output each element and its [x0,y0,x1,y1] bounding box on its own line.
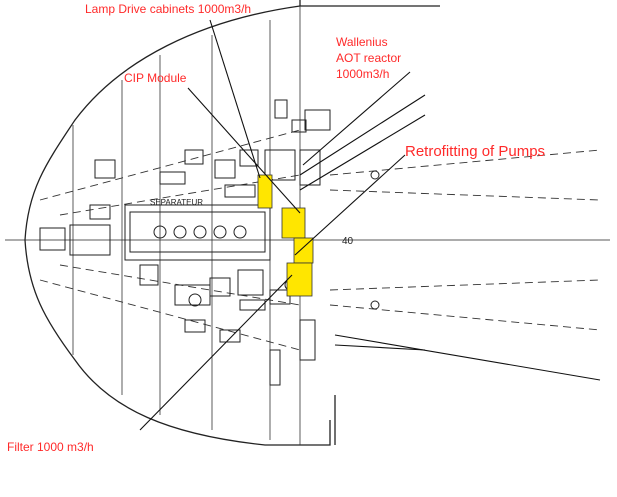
cip-module-label: CIP Module [124,71,187,85]
wallenius-label-line3: 1000m3/h [336,67,390,81]
filter-highlight [286,262,313,297]
highlighted-equipment [257,174,314,297]
machinery [94,99,380,386]
filter-label: Filter 1000 m3/h [7,440,94,454]
wallenius-label-line1: Wallenius [336,35,388,49]
frame-number-label: 40 [342,236,354,247]
hull-outline [5,0,610,446]
wallenius-label-line2: AOT reactor [336,51,402,65]
lamp-drive-label: Lamp Drive cabinets 1000m3/h [85,2,252,16]
aot-reactor-highlight-upper [281,207,306,239]
separator-room-label: SEPARATEUR [150,198,204,207]
leader-lines [139,19,601,431]
separator-room [39,204,271,261]
lamp-drive-cabinet-highlight [257,174,273,209]
retrofitting-pumps-label: Retrofitting of Pumps [405,143,546,160]
